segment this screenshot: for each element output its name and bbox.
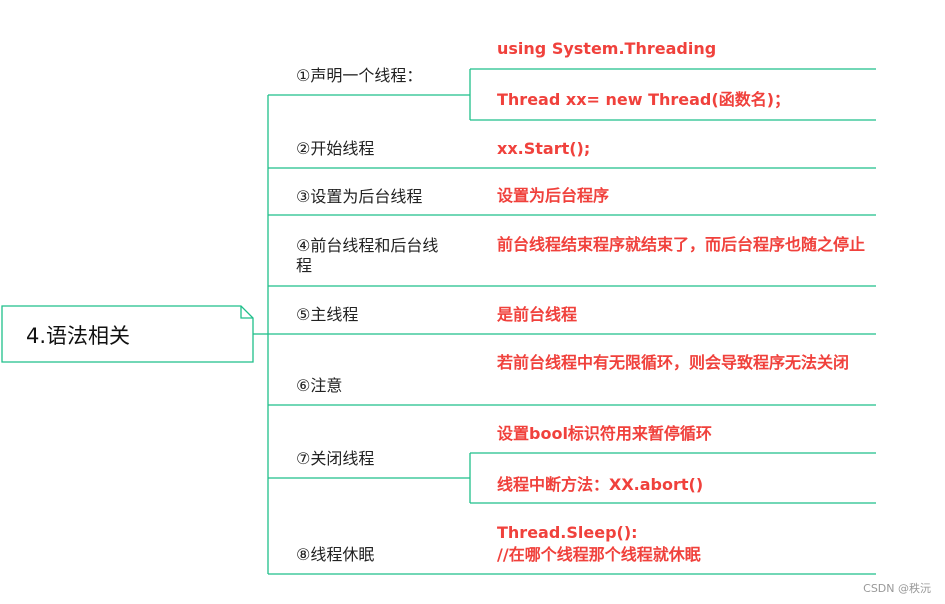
leaf-infinite-loop-note: 若前台线程中有无限循环，则会导致程序无法关闭 xyxy=(497,353,850,372)
root-node-fold xyxy=(240,306,253,319)
root-node-label: 4.语法相关 xyxy=(26,324,131,348)
leaf-main-thread: 是前台线程 xyxy=(497,305,578,324)
leaf-foreground-background: 前台线程结束程序就结束了，而后台程序也随之停止 xyxy=(497,235,866,254)
leaf-start: xx.Start(); xyxy=(497,139,591,158)
branch-label-8: ⑧线程休眠 xyxy=(296,545,375,564)
leaf-new-thread: Thread xx= new Thread(函数名)； xyxy=(497,90,791,109)
leaf-bool-flag: 设置bool标识符用来暂停循环 xyxy=(497,424,712,443)
leaf-abort: 线程中断方法：XX.abort() xyxy=(497,475,704,494)
leaf-using-threading: using System.Threading xyxy=(497,39,717,58)
branch-label-6: ⑥注意 xyxy=(296,376,343,395)
branch-label-2: ②开始线程 xyxy=(296,139,375,158)
branch-label-7: ⑦关闭线程 xyxy=(296,449,375,468)
branch-label-4: ④前台线程和后台线程 xyxy=(296,236,439,275)
branch-label-3: ③设置为后台线程 xyxy=(296,187,423,206)
branch-label-5: ⑤主线程 xyxy=(296,305,359,324)
leaf-set-background: 设置为后台程序 xyxy=(497,186,610,205)
branch-label-1: ①声明一个线程： xyxy=(296,66,423,85)
watermark: CSDN @秩沅 xyxy=(863,582,931,595)
leaf-sleep: Thread.Sleep(): //在哪个线程那个线程就休眠 xyxy=(497,523,701,564)
root-node-outline xyxy=(1,305,254,363)
